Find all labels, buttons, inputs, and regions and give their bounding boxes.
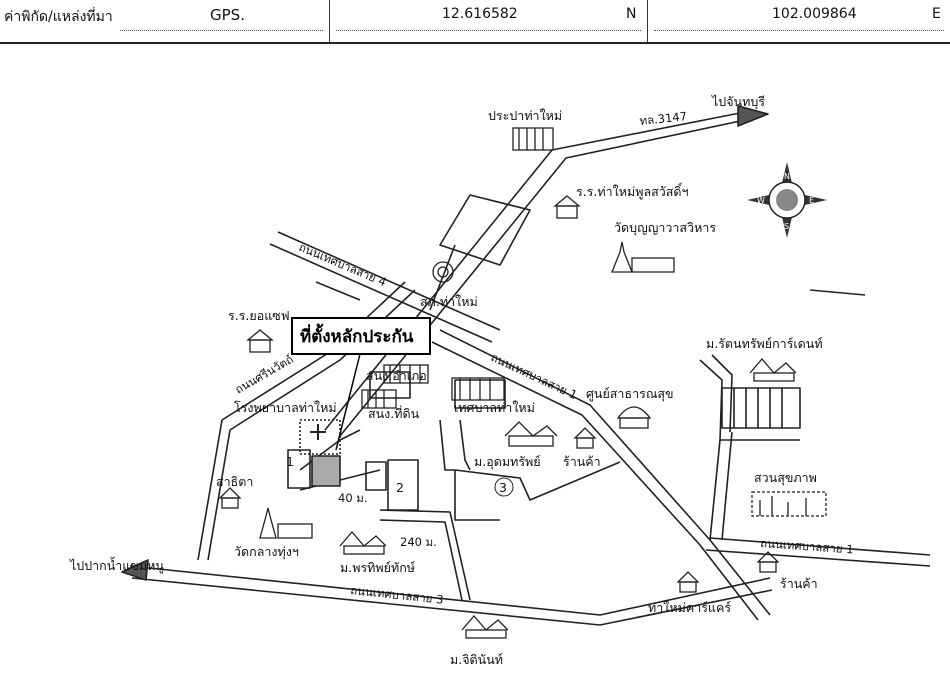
label-sriwattana: ถนนศรีนวัตถ์: [233, 352, 296, 397]
plot-1: [287, 449, 311, 489]
municipality-icon: [451, 377, 505, 401]
care-icon: [676, 571, 700, 593]
label-park: สวนสุขภาพ: [754, 470, 817, 486]
label-health-center: ศูนย์สาธารณสุข: [586, 386, 674, 402]
coord-source: GPS.: [210, 6, 245, 24]
label-village-udom: ม.อุดมทรัพย์: [474, 454, 541, 470]
road-1-east: [709, 537, 931, 556]
label-road-4: ถนนเทศบาลสาย 4: [297, 240, 389, 289]
land-office-icon: [361, 389, 397, 409]
road-1: [439, 329, 771, 616]
label-village-jitti: ม.จิตินันท์: [450, 652, 503, 667]
village-pornthip-icon: [339, 531, 387, 555]
label-police: สภ.ท่าใหม่: [420, 294, 478, 309]
school-poon-icon: [553, 195, 581, 219]
hospital-icon: [310, 424, 326, 440]
location-map: ที่ตั้งหลักประกัน N S E W 1: [69, 94, 931, 667]
coord-latitude: 12.616582: [442, 6, 518, 22]
arrow-paknam: [121, 559, 149, 581]
sriwattana-road: [229, 289, 416, 431]
label-temple-boon: วัดบุญญาวาสวิหาร: [614, 220, 716, 236]
label-municipality: เทศบาลท่าใหม่: [454, 400, 535, 415]
label-temple-klang: วัดกลางทุ่งฯ: [234, 544, 299, 560]
coord-lat-dir: N: [626, 6, 637, 22]
shop1-icon: [573, 427, 597, 449]
temple-boon-icon: [611, 241, 675, 273]
coord-label: ค่าพิกัด/แหล่งที่มา: [4, 9, 113, 25]
label-road-1-east: ถนนเทศบาลสาย 1: [760, 536, 854, 556]
police-icon: [432, 261, 454, 283]
label-road-3: ถนนเทศบาลสาย 3: [350, 583, 444, 607]
label-care: ท่าใหม่คาร์แคร์: [648, 600, 731, 615]
label-shop1: ร้านค้า: [563, 454, 601, 469]
village-rattana-icon: [749, 358, 797, 382]
village-udom-icon: [504, 421, 558, 447]
label-to-chanthaburi: ไปจันทบุรี: [711, 94, 765, 110]
compass-e: E: [809, 196, 814, 205]
label-dist-240: 240 ม.: [400, 535, 437, 549]
label-school-joseph: ร.ร.ยอแซฟ: [228, 308, 290, 323]
road-3: [129, 565, 771, 616]
coord-source-cell: ค่าพิกัด/แหล่งที่มา GPS.: [0, 0, 330, 42]
coord-lon-cell: 102.009864 E: [648, 0, 950, 42]
coord-lat-cell: 12.616582 N: [330, 0, 648, 42]
coord-longitude: 102.009864: [772, 6, 857, 22]
waterworks-icon: [512, 127, 554, 151]
collateral-box: ที่ตั้งหลักประกัน: [291, 317, 431, 451]
marker-3: 3: [494, 477, 514, 497]
label-village-pornthip: ม.พรทิพย์ทักษ์: [340, 560, 415, 575]
label-hwy-3147: ทล.3147: [639, 109, 688, 128]
compass-n: N: [784, 172, 790, 181]
label-shop2: ร้านค้า: [780, 576, 818, 591]
road-4: [277, 231, 501, 331]
label-school-poon: ร.ร.ท่าใหม่พูลสวัสดิ์ฯ: [576, 182, 689, 200]
collateral-title: ที่ตั้งหลักประกัน: [300, 323, 414, 347]
svg-text:3: 3: [499, 480, 507, 495]
compass-s: S: [784, 222, 789, 231]
coordinate-header: ค่าพิกัด/แหล่งที่มา GPS. 12.616582 N 102…: [0, 0, 950, 44]
temple-klang-icon: [259, 507, 313, 539]
label-district: สนง.อำเภอ: [366, 368, 427, 383]
marker-1: 1: [286, 454, 294, 469]
svg-text:2: 2: [396, 480, 404, 495]
label-land-office: สนง.ที่ดิน: [368, 405, 420, 421]
arrow-chanthaburi: [737, 105, 769, 127]
label-to-paknam: ไปปากน้ำแขมหนู: [69, 556, 164, 574]
village-jitti-icon: [461, 615, 509, 639]
health-center-icon: [616, 406, 652, 429]
church-icon: [218, 487, 242, 509]
label-dist-40: 40 ม.: [338, 491, 368, 505]
label-hospital: โรงพยาบาลท่าใหม่: [234, 400, 337, 415]
label-village-rattana: ม.รัตนทรัพย์การ์เดนท์: [706, 336, 823, 351]
svg-text:1: 1: [286, 454, 294, 469]
label-waterworks: ประปาท่าใหม่: [488, 108, 562, 123]
school-joseph-icon: [246, 329, 274, 353]
marker-2: 2: [396, 480, 404, 495]
district-icon: [383, 364, 429, 384]
coord-lon-dir: E: [932, 6, 941, 22]
compass-icon: N S E W: [747, 162, 827, 238]
compass-w: W: [757, 196, 765, 205]
plot-2: [387, 459, 419, 511]
shop2-icon: [756, 551, 780, 573]
label-church: สาธิตา: [216, 474, 253, 489]
park-icon: [751, 491, 827, 517]
